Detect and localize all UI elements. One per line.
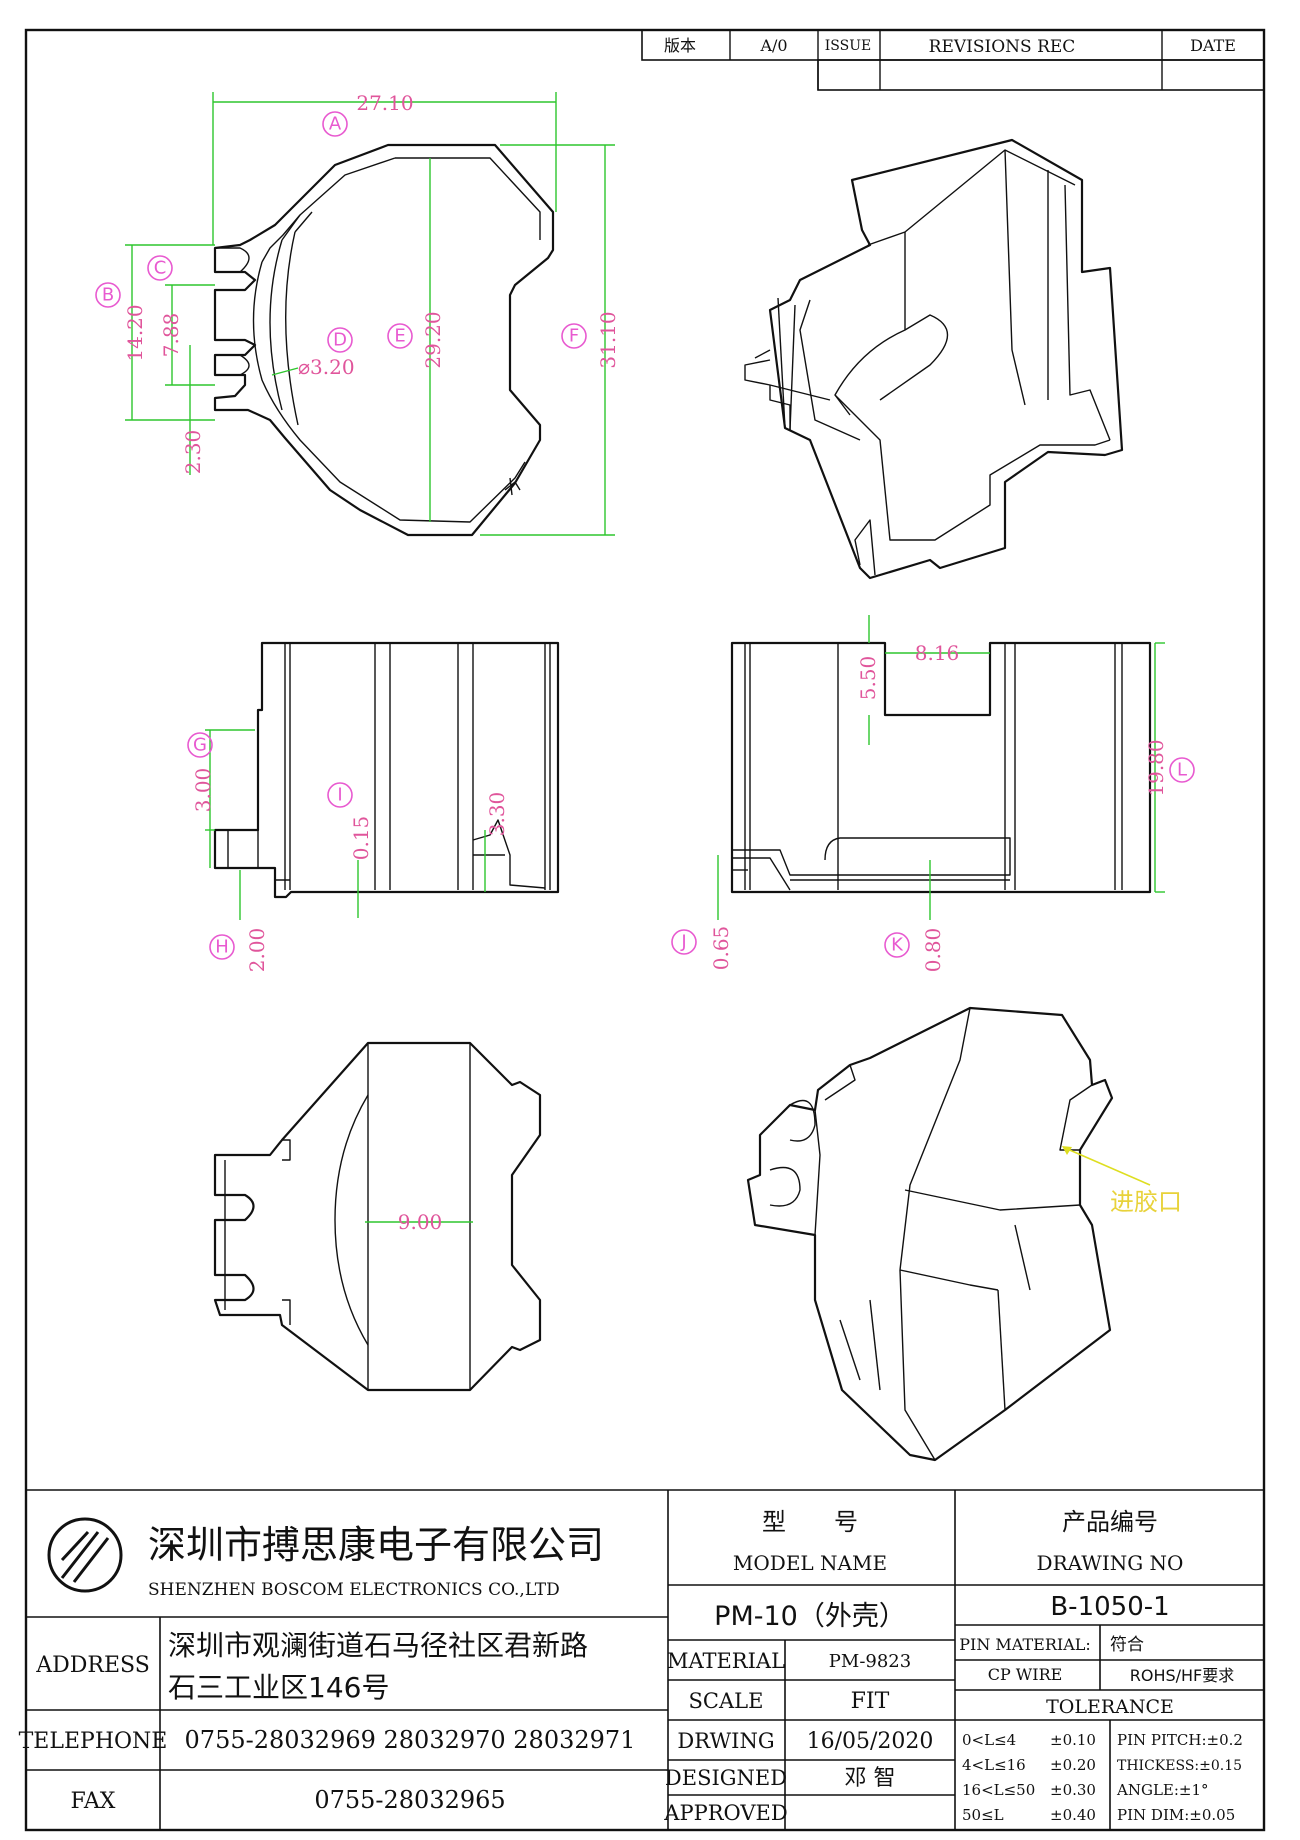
model-value: PM-10（外壳） bbox=[714, 1601, 906, 1632]
dim-left-outer-height: 14.20 bbox=[123, 304, 147, 361]
dim-floor-thk: 0.80 bbox=[921, 928, 945, 973]
gate-label: 进胶口 bbox=[1110, 1188, 1182, 1216]
callout-b: B bbox=[102, 285, 114, 306]
front-view: 3.00 2.00 0.15 3.30 G H I bbox=[187, 641, 560, 973]
dim-inner-height: 29.20 bbox=[421, 311, 445, 368]
callout-d: D bbox=[333, 330, 347, 351]
tol-value-3: ±0.30 bbox=[1050, 1781, 1096, 1799]
tol-range-4: 50≤L bbox=[962, 1806, 1004, 1824]
drawing-no-label-en: DRAWING NO bbox=[1037, 1551, 1184, 1575]
tol-note-1: PIN PITCH:±0.2 bbox=[1117, 1731, 1243, 1749]
telephone-label: TELEPHONE bbox=[19, 1729, 168, 1754]
top-view: 27.10 14.20 7.88 2.30 ⌀3.20 29.20 31.10 … bbox=[95, 91, 620, 537]
tol-range-1: 0<L≤4 bbox=[962, 1731, 1016, 1749]
drawing-no-value: B-1050-1 bbox=[1050, 1592, 1169, 1622]
callout-e: E bbox=[394, 326, 405, 347]
approved-label: APPROVED bbox=[663, 1801, 787, 1825]
callout-a: A bbox=[329, 114, 342, 135]
model-label-cn: 型 号 bbox=[762, 1508, 858, 1536]
isometric-top-view bbox=[744, 138, 1124, 580]
dim-side-step: 3.00 bbox=[191, 768, 215, 813]
dim-wall-thk: 0.15 bbox=[349, 816, 373, 861]
callout-c: C bbox=[154, 258, 167, 279]
dim-bottom-width: 9.00 bbox=[398, 1210, 443, 1234]
date-label: DATE bbox=[1190, 36, 1236, 55]
company-name-en: SHENZHEN BOSCOM ELECTRONICS CO.,LTD bbox=[148, 1580, 560, 1600]
drawing-no-label-cn: 产品编号 bbox=[1062, 1508, 1158, 1536]
address-line2: 石三工业区146号 bbox=[168, 1671, 389, 1704]
dim-pin-gap: 2.30 bbox=[181, 430, 205, 475]
tol-note-2: THICKESS:±0.15 bbox=[1117, 1758, 1242, 1774]
scale-label: SCALE bbox=[689, 1689, 764, 1713]
drwing-label: DRWING bbox=[677, 1729, 774, 1753]
callout-j: J bbox=[680, 932, 686, 953]
company-name-cn: 深圳市搏思康电子有限公司 bbox=[148, 1523, 604, 1567]
model-label-en: MODEL NAME bbox=[733, 1551, 887, 1575]
address-line1: 深圳市观澜街道石马径社区君新路 bbox=[168, 1629, 588, 1662]
side-view: 5.50 8.16 19.80 0.65 0.80 J K L bbox=[671, 615, 1195, 973]
fax-label: FAX bbox=[71, 1789, 116, 1814]
callout-g: G bbox=[193, 735, 207, 756]
bottom-view: 9.00 bbox=[213, 1041, 542, 1392]
dim-pin-pitch: 7.88 bbox=[159, 313, 183, 358]
tol-value-1: ±0.10 bbox=[1050, 1731, 1096, 1749]
version-label: 版本 bbox=[664, 36, 696, 55]
drwing-value: 16/05/2020 bbox=[807, 1729, 934, 1754]
tolerance-label: TOLERANCE bbox=[1046, 1696, 1174, 1718]
pin-material-value: CP WIRE bbox=[988, 1665, 1063, 1684]
isometric-bottom-view: 进胶口 bbox=[746, 1006, 1182, 1462]
tol-note-3: ANGLE:±1° bbox=[1116, 1781, 1209, 1799]
revisions-label: REVISIONS REC bbox=[929, 37, 1076, 57]
scale-value: FIT bbox=[851, 1689, 890, 1714]
tol-note-4: PIN DIM:±0.05 bbox=[1117, 1806, 1235, 1824]
dim-slot-depth: 5.50 bbox=[856, 656, 880, 701]
address-label: ADDRESS bbox=[35, 1653, 150, 1678]
callout-k: K bbox=[891, 935, 904, 956]
callout-h: H bbox=[215, 937, 229, 958]
title-block bbox=[26, 1489, 1264, 1830]
dim-top-width: 27.10 bbox=[356, 91, 413, 115]
callout-l: L bbox=[1177, 760, 1187, 781]
dim-body-height: 19.80 bbox=[1144, 739, 1168, 796]
tol-value-4: ±0.40 bbox=[1050, 1806, 1096, 1824]
dim-outer-height: 31.10 bbox=[596, 311, 620, 368]
callout-f: F bbox=[569, 326, 579, 347]
dim-hole-dia: ⌀3.20 bbox=[298, 355, 355, 379]
dim-base-step: 0.65 bbox=[709, 926, 733, 971]
dim-inner-step: 3.30 bbox=[485, 792, 509, 837]
tol-value-2: ±0.20 bbox=[1050, 1756, 1096, 1774]
rohs-value: ROHS/HF要求 bbox=[1130, 1666, 1235, 1685]
dim-slot-width: 8.16 bbox=[915, 641, 960, 665]
issue-label: ISSUE bbox=[825, 38, 871, 54]
designed-value: 邓 智 bbox=[845, 1766, 896, 1791]
tol-range-2: 4<L≤16 bbox=[962, 1756, 1026, 1774]
material-value: PM-9823 bbox=[829, 1651, 911, 1672]
callout-i: I bbox=[337, 785, 342, 806]
tol-range-3: 16<L≤50 bbox=[962, 1781, 1035, 1799]
material-label: MATERIAL bbox=[667, 1649, 785, 1673]
telephone-value: 0755-28032969 28032970 28032971 bbox=[185, 1726, 636, 1754]
dim-tab-height: 2.00 bbox=[245, 928, 269, 973]
pin-material-label: PIN MATERIAL: bbox=[959, 1635, 1091, 1654]
designed-label: DESIGNED bbox=[665, 1766, 787, 1790]
revision-block: 版本 A/0 ISSUE REVISIONS REC DATE bbox=[641, 29, 1265, 91]
rohs-label: 符合 bbox=[1110, 1635, 1144, 1655]
company-logo bbox=[47, 1517, 123, 1593]
version-value: A/0 bbox=[759, 36, 787, 55]
fax-value: 0755-28032965 bbox=[314, 1786, 505, 1814]
